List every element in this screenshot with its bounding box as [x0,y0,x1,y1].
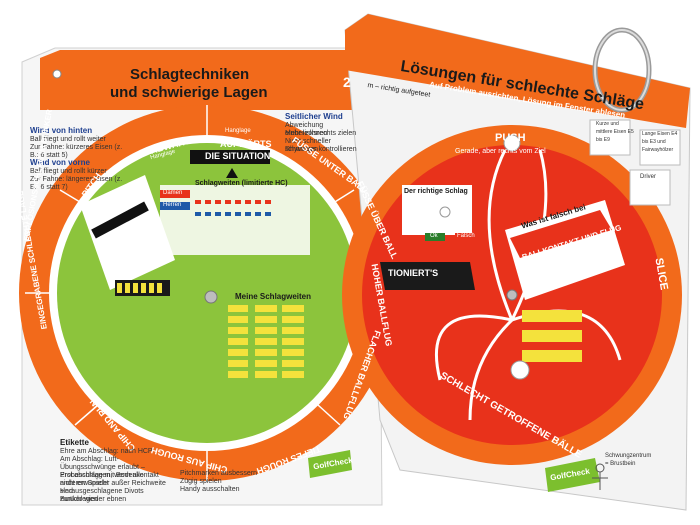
aufwaerts-label: AUFWÄRTS [220,139,272,149]
treat-left: Kurze und mittlere Eisen E5 bis E9 [596,121,634,143]
seitlich-heading: Seitlicher Wind [285,112,343,121]
etikette-item: Am Abschlag: Luft-Übungsschwünge erlaubt… [60,456,159,487]
falsch-label: Falsch [457,233,475,239]
left-card [19,47,395,506]
push-label: PUSH [495,132,526,144]
positioniert-box [380,262,475,290]
etikette-item: Bunker wieder ebnen [60,496,127,503]
etikette-heading: Etikette [60,438,89,447]
etikette-right-item: Handy ausschalten [180,486,240,493]
driver-label: Driver [640,174,656,180]
etikette-item: Herausgeschlagene Divots zurücklegen [60,488,144,503]
situation-label: DIE SITUATION [205,151,271,161]
herren-label: Herren [163,202,182,208]
right-card [342,13,691,511]
seitlich-item: Abweichung einberechnen [285,122,328,137]
ok-label: Ok [430,233,438,239]
wind-vorne-heading: Wind von vorne [30,158,90,167]
meine-schlagweiten-heading: Meine Schlagweiten [235,292,312,301]
left-title-line1: Schlagtechniken [130,66,250,83]
schwungzentrum-label: Schwungzentrum = Brustbein [605,453,652,467]
hanglage-label: Hanglage [225,128,251,134]
seitlich-item: Rhythmus kontrollieren [285,146,357,153]
golf-ball-icon [510,360,530,380]
left-title-line2: und schwierige Lagen [110,84,268,101]
wind-hinten-item: Zur Fahne: kürzeres Eisen (z. B.: 6 stat… [30,144,123,159]
push-sub: Gerade, aber rechts vom Ziel [455,148,546,155]
etikette-item: Ehre am Abschlag: nach HCP [60,448,153,455]
etikette-item: Erst abschlagen, wenn alle anderen Spiel… [60,472,166,495]
schlagweiten-heading: Schlagweiten (limitierte HC) [195,180,288,187]
seitlich-item: Mehr linksrechts zielen [285,130,357,137]
wind-vorne-item: Ball fliegt und rollt kürzer [30,168,107,175]
positioniert-label: TIONIERT'S [388,268,439,278]
damen-label: Damen [163,190,183,196]
wind-hinten-item: Ball fliegt und rollt weiter [30,136,106,143]
seitlich-item: Nicht schneller schwingen [285,138,331,153]
situation-window [190,150,270,164]
right-logo-badge [545,458,600,492]
treat-right: Lange Eisen E4 bis E3 und Fairwayhölzer [642,131,678,153]
wind-hinten-heading: Wind von hinten [30,126,93,135]
etikette-right-item: Pitchmarken ausbessern [180,470,258,477]
richtige-schlag-box [402,185,472,235]
loesung-window [80,175,175,290]
meine-schlagweiten-boxes [228,305,304,378]
etikette-right-item: Zügig spielen [180,478,222,485]
left-logo-badge [308,450,352,478]
left-pivot [204,290,218,304]
page-number: 2 [343,74,351,90]
richtige-schlag-label: Der richtige Schlag [404,188,468,195]
wind-vorne-item: Zur Fahne: längeres Eisen (z. B.: 6 stat… [30,176,123,191]
